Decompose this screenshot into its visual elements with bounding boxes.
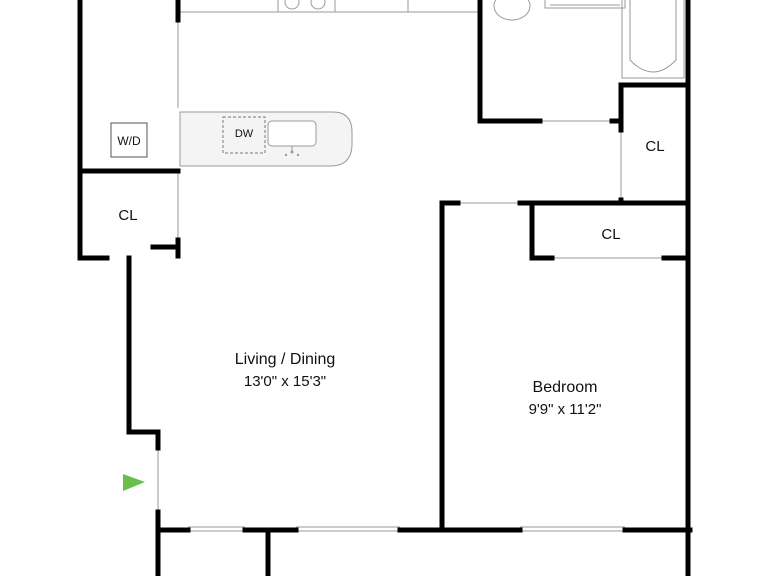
bathroom-sink [544,0,626,9]
kitchen-island [179,111,353,167]
bathroom-fixtures [493,0,685,79]
washer-dryer-label: W/D [117,134,141,148]
dishwasher-outline [222,116,266,154]
living-room-name: Living / Dining [235,351,336,368]
closet-bath-side-label: CL [645,138,664,155]
stove-burner-right [310,0,326,10]
toilet [493,0,531,21]
entry-arrow-icon [123,474,145,491]
dishwasher-label: DW [235,128,254,140]
closet-bedroom-label: CL [601,226,620,243]
living-room-dims: 13'0" x 15'3" [244,373,326,390]
walls [77,0,693,576]
kitchen-sink [267,120,317,147]
bedroom-name: Bedroom [533,379,598,396]
washer-dryer-box [110,122,148,158]
bedroom-dims: 9'9" x 11'2" [529,401,602,418]
door-openings [157,120,664,532]
stove-burner-left [284,0,300,10]
kitchen-fixtures [177,0,478,167]
bathtub [621,0,685,79]
closet-left-label: CL [118,207,137,224]
